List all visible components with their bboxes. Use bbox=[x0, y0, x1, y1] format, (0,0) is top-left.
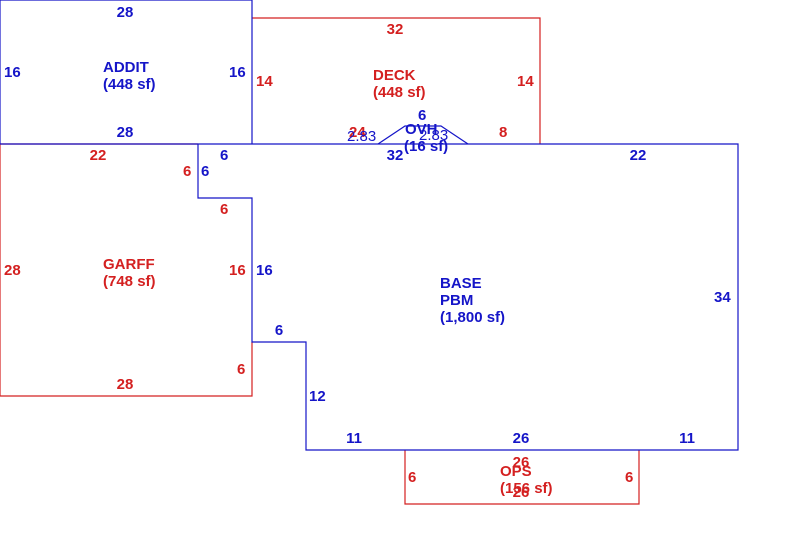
ops-dim-left: 6 bbox=[408, 469, 416, 486]
ovh-area: (16 sf) bbox=[404, 138, 448, 155]
garff-dim-lower-right: 6 bbox=[237, 361, 245, 378]
ops-outline bbox=[404, 450, 640, 505]
garff-dim-notch-side: 6 bbox=[183, 163, 191, 180]
addit-dim-top: 28 bbox=[117, 4, 134, 21]
base-dim-bottom-mid: 26 bbox=[513, 430, 530, 447]
ovh-dim-left: 2.83 bbox=[347, 128, 376, 145]
base-dim-bottom-left: 11 bbox=[346, 430, 362, 447]
garff-dim-left: 28 bbox=[4, 262, 21, 279]
garff-area: (748 sf) bbox=[103, 273, 156, 290]
base-outline bbox=[0, 143, 739, 451]
ovh-outline bbox=[377, 125, 469, 145]
garff-dim-top: 22 bbox=[90, 147, 107, 164]
addit-name: ADDIT bbox=[103, 59, 149, 76]
ovh-dim-top: 6 bbox=[418, 107, 426, 124]
base-dim-top-right: 22 bbox=[630, 147, 647, 164]
addit-outline bbox=[0, 0, 253, 144]
ops-area: (156 sf) bbox=[500, 480, 553, 497]
base-dim-notch-side: 6 bbox=[201, 163, 209, 180]
addit-dim-bottom: 28 bbox=[117, 124, 134, 141]
deck-outline bbox=[252, 17, 541, 144]
addit-area: (448 sf) bbox=[103, 76, 156, 93]
addit-dim-right: 16 bbox=[229, 64, 246, 81]
ops-name: OPS bbox=[500, 463, 532, 480]
ovh-dim-bottom: 32 bbox=[387, 147, 404, 164]
base-sub: PBM bbox=[440, 292, 473, 309]
base-name: BASE bbox=[440, 275, 482, 292]
deck-area: (448 sf) bbox=[373, 84, 426, 101]
addit-dim-left: 16 bbox=[4, 64, 21, 81]
base-dim-step-side: 12 bbox=[309, 388, 326, 405]
deck-name: DECK bbox=[373, 67, 416, 84]
ovh-dim-right: 2.83 bbox=[419, 127, 448, 144]
garff-name: GARFF bbox=[103, 256, 155, 273]
base-area: (1,800 sf) bbox=[440, 309, 505, 326]
deck-dim-bottom-right: 8 bbox=[499, 124, 507, 141]
base-dim-bottom-right: 11 bbox=[679, 430, 695, 447]
deck-dim-top: 32 bbox=[387, 21, 404, 38]
base-dim-left: 16 bbox=[256, 262, 273, 279]
ops-dim-right: 6 bbox=[625, 469, 633, 486]
deck-dim-left: 14 bbox=[256, 73, 273, 90]
garff-dim-bottom: 28 bbox=[117, 376, 134, 393]
base-dim-notch-top: 6 bbox=[220, 147, 228, 164]
ovh-name: OVH bbox=[405, 121, 438, 138]
garff-dim-right: 16 bbox=[229, 262, 246, 279]
base-dim-right: 34 bbox=[714, 289, 731, 306]
deck-dim-bottom-left: 24 bbox=[349, 124, 366, 141]
deck-dim-right: 14 bbox=[517, 73, 534, 90]
ops-dim-top: 26 bbox=[513, 454, 530, 471]
ops-dim-bottom: 26 bbox=[513, 484, 530, 501]
base-dim-step: 6 bbox=[275, 322, 283, 339]
garff-dim-notch-bottom: 6 bbox=[220, 201, 228, 218]
